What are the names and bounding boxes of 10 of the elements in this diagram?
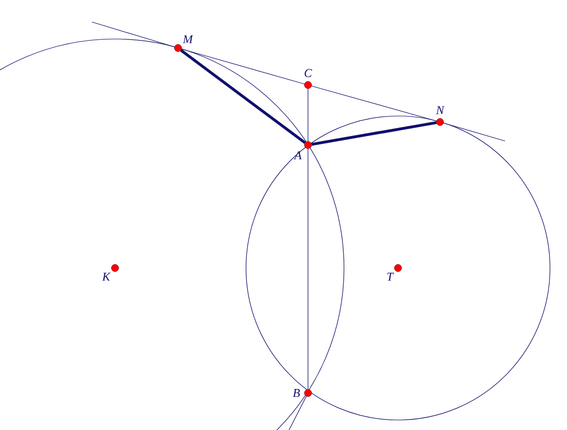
node-label: T [387, 272, 394, 281]
thick-segment [180, 49, 306, 144]
node-label: B [292, 389, 300, 397]
thick-segment [311, 121, 437, 146]
node-label: N [436, 106, 445, 114]
node-label: C [304, 69, 312, 78]
node-label: K [102, 272, 111, 281]
node-label: M [182, 35, 194, 44]
line-segment [181, 48, 305, 84]
line-segment [311, 86, 437, 122]
